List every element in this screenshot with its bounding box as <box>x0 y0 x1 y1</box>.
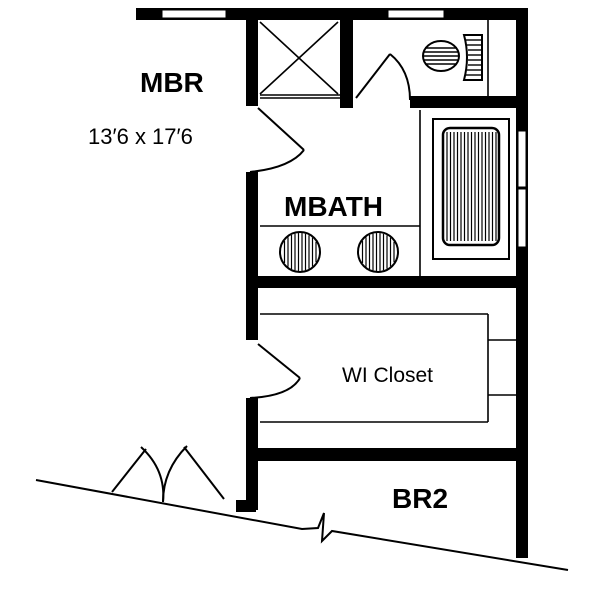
toilet-room-wall <box>410 96 528 108</box>
door-swing-icon <box>111 445 225 503</box>
toilet-icon <box>422 34 483 81</box>
shower-wall <box>340 8 353 108</box>
mbr-bath-wall-upper <box>246 8 258 106</box>
closet-br2-wall <box>246 448 528 461</box>
bath-closet-wall <box>246 276 528 288</box>
window-tub-lower <box>517 188 527 248</box>
sink-icon <box>357 231 399 273</box>
sink-icon <box>279 231 321 273</box>
bathtub-icon <box>432 118 510 260</box>
shower-x-icon <box>259 21 340 99</box>
room-label-br2: BR2 <box>392 483 448 514</box>
closet-shelving <box>260 313 516 423</box>
room-label-mbath: MBATH <box>284 191 383 222</box>
wall-end-block <box>236 500 256 512</box>
room-label-mbr: MBR <box>140 67 204 98</box>
window-mbr <box>161 9 227 19</box>
door-swing-icon <box>249 107 305 173</box>
door-swing-icon <box>355 53 411 101</box>
window-toilet-room <box>387 9 445 19</box>
window-tub-upper <box>517 130 527 188</box>
mbr-bath-wall-mid <box>246 172 258 340</box>
room-label-wi-closet: WI Closet <box>342 364 433 387</box>
room-dimensions-mbr: 13′6 x 17′6 <box>88 124 193 149</box>
break-line-icon <box>35 479 569 571</box>
door-swing-icon <box>249 343 301 399</box>
